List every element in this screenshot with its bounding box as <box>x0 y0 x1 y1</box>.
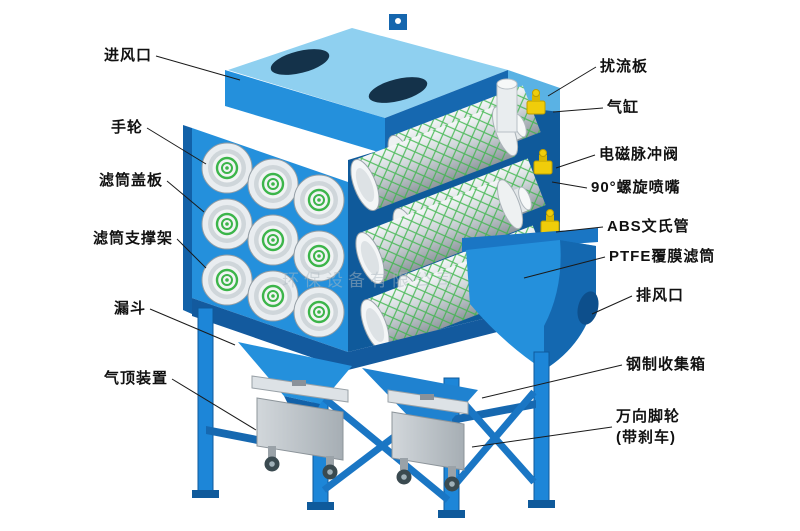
pulse-valve <box>533 149 553 175</box>
air-inlet-opening <box>368 77 428 103</box>
air-inlet-opening <box>270 49 330 75</box>
diagonal-brace <box>321 395 451 503</box>
label-air-inlet: 进风口 <box>103 47 152 64</box>
leader-line-collection-box <box>481 364 623 399</box>
outlet-hopper <box>462 228 599 370</box>
pulse-valve <box>540 209 560 235</box>
leader-line-baffle <box>547 66 597 97</box>
cartridge-cover <box>201 142 253 194</box>
pulse-valve <box>526 89 546 115</box>
label-collection-box: 钢制收集箱 <box>626 356 707 373</box>
cartridge-cover <box>247 158 299 210</box>
exhaust-outlet <box>577 291 599 325</box>
label-exhaust-outlet: 排风口 <box>636 287 685 304</box>
label-venturi-tube: ABS文氏管 <box>607 218 690 235</box>
collection-box <box>387 389 469 492</box>
filter-cartridge-row <box>355 158 546 285</box>
hand-wheel <box>261 284 285 308</box>
hand-wheel <box>215 212 239 236</box>
label-caster-line2: (带刹车) <box>616 429 676 446</box>
watermark-text: 环保设备有限公司 <box>282 271 458 290</box>
collection-box <box>251 375 349 480</box>
cartridge-cover <box>201 254 253 306</box>
hand-wheel <box>307 188 331 212</box>
cartridge-cover <box>247 214 299 266</box>
caster-bracket <box>448 466 456 478</box>
label-baffle-plate: 扰流板 <box>600 58 649 75</box>
label-pulse-valve: 电磁脉冲阀 <box>599 146 680 163</box>
cartridge-cover <box>293 230 345 282</box>
hand-wheel <box>261 172 285 196</box>
venturi-tube <box>518 186 532 211</box>
label-ptfe-cartridge: PTFE覆膜滤筒 <box>609 248 716 265</box>
label-air-cylinder: 气缸 <box>607 99 640 116</box>
cartridge-cover <box>293 174 345 226</box>
leader-line-caster <box>471 426 613 448</box>
hand-wheel <box>307 244 331 268</box>
leader-line-ptfe-cartridge <box>523 256 606 279</box>
label-cover-plate: 滤筒盖板 <box>98 172 163 189</box>
hand-wheel <box>215 268 239 292</box>
leader-line-pulse-valve <box>555 154 596 169</box>
leader-line-inlet <box>155 55 241 81</box>
leader-line-venturi <box>555 226 604 233</box>
leader-line-exhaust <box>591 295 633 315</box>
label-spiral-nozzle: 90°螺旋喷嘴 <box>591 179 681 196</box>
label-funnel: 漏斗 <box>113 300 146 317</box>
leader-lines <box>146 55 633 448</box>
air-header-pipe <box>496 78 518 133</box>
leader-line-hand-wheel <box>146 127 207 165</box>
cartridge-cover <box>247 270 299 322</box>
hand-wheel <box>261 228 285 252</box>
cartridge-cover <box>201 198 253 250</box>
caster-bracket <box>326 456 334 467</box>
leader-line-support-frame <box>176 238 207 269</box>
label-support-frame: 滤筒支撑架 <box>92 230 173 247</box>
label-air-jack: 气顶装置 <box>103 370 168 387</box>
lifting-lug <box>389 14 407 30</box>
caster-bracket <box>268 446 276 458</box>
label-caster-line1: 万向脚轮 <box>616 408 681 425</box>
hand-wheel <box>307 300 331 324</box>
cartridge-cover-panel <box>183 125 348 352</box>
hand-wheel <box>215 156 239 180</box>
leader-line-cover-plate <box>166 180 205 213</box>
leader-line-nozzle <box>551 181 588 189</box>
label-hand-wheel: 手轮 <box>110 119 143 136</box>
label-caster: 万向脚轮 (带刹车) <box>616 408 680 447</box>
leader-line-air-jack <box>171 378 257 431</box>
leader-line-cylinder <box>552 107 604 113</box>
caster-bracket <box>400 458 408 470</box>
cartridge-cover <box>293 286 345 338</box>
leader-line-funnel <box>149 308 236 346</box>
